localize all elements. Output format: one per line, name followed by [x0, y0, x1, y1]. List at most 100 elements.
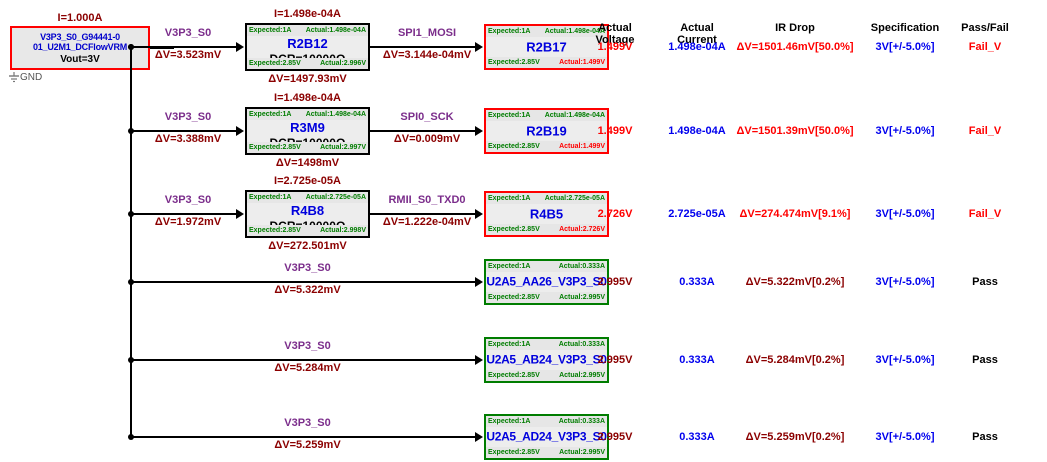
- table-row-5-actual-current: 0.333A: [679, 354, 715, 366]
- component-actual-voltage-2: Actual:2.997V: [320, 143, 366, 151]
- source-block[interactable]: V3P3_S0_G94441-0 01_U2M1_DCFlowVRM Vout=…: [10, 26, 150, 70]
- component-expected-voltage-3: Expected:2.85V: [249, 226, 301, 234]
- net-label-right-1: SPI1_MOSI: [397, 27, 457, 39]
- component-block-3[interactable]: Expected:1AActual:2.725e-05AR4B8DCR=1000…: [245, 190, 370, 238]
- table-header-line1-1: Actual: [598, 22, 632, 34]
- destination-actual-voltage-5: Actual:2.995V: [559, 371, 605, 379]
- destination-actual-voltage-1: Actual:1.499V: [559, 58, 605, 66]
- component-expected-voltage-1: Expected:2.85V: [249, 59, 301, 67]
- destination-expected-voltage-6: Expected:2.85V: [488, 448, 540, 456]
- wire-left-arrow-1: [236, 42, 244, 52]
- wire-left-5: [131, 359, 476, 361]
- component-actual-voltage-1: Actual:2.996V: [320, 59, 366, 67]
- table-row-3-actual-current: 2.725e-05A: [668, 208, 726, 220]
- table-row-3-specification: 3V[+/-5.0%]: [875, 208, 935, 220]
- table-header-line1-4: Specification: [870, 22, 940, 34]
- table-header-line1-5: Pass/Fail: [961, 22, 1009, 34]
- net-dv-right-3: ΔV=1.222e-04mV: [382, 216, 472, 228]
- table-row-6-actual-voltage: 2.995V: [597, 431, 633, 443]
- gnd-symbol-label: GND: [8, 72, 42, 83]
- table-row-5-pass-fail: Pass: [972, 354, 998, 366]
- component-dv-1: ΔV=1497.93mV: [268, 73, 347, 85]
- net-dv-right-2: ΔV=0.009mV: [393, 133, 461, 145]
- destination-expected-voltage-5: Expected:2.85V: [488, 371, 540, 379]
- wire-right-2: [370, 130, 476, 132]
- component-expected-current-2: Expected:1A: [249, 110, 292, 118]
- destination-actual-current-6: Actual:0.333A: [558, 417, 605, 425]
- component-top-strip-1: Expected:1A Actual:1.498e-04A: [247, 25, 368, 36]
- wire-source-stub: [150, 47, 174, 49]
- wire-right-3: [370, 213, 476, 215]
- net-dv-left-1: ΔV=3.523mV: [154, 49, 222, 61]
- wire-right-arrow-3: [475, 209, 483, 219]
- table-header-line1-2: Actual: [680, 22, 714, 34]
- table-row-5-ir-drop: ΔV=5.284mV[0.2%]: [745, 354, 845, 366]
- destination-expected-current-5: Expected:1A: [488, 340, 531, 348]
- wire-right-arrow-1: [475, 42, 483, 52]
- wire-left-2: [131, 130, 237, 132]
- component-actual-current-1: Actual:1.498e-04A: [305, 26, 366, 34]
- table-row-5-specification: 3V[+/-5.0%]: [875, 354, 935, 366]
- table-row-2-specification: 3V[+/-5.0%]: [875, 125, 935, 137]
- destination-expected-voltage-2: Expected:2.85V: [488, 142, 540, 150]
- component-dv-3: ΔV=272.501mV: [268, 240, 347, 252]
- table-row-1-pass-fail: Fail_V: [968, 41, 1002, 53]
- table-header-5: Pass/Fail: [954, 22, 1016, 34]
- table-row-3-pass-fail: Fail_V: [968, 208, 1002, 220]
- net-dv-left-2: ΔV=3.388mV: [154, 133, 222, 145]
- table-row-6-actual-current: 0.333A: [679, 431, 715, 443]
- component-ref-3: R4B8: [290, 203, 325, 218]
- table-row-1-ir-drop: ΔV=1501.46mV[50.0%]: [736, 41, 854, 53]
- table-row-4-actual-current: 0.333A: [679, 276, 715, 288]
- destination-bottom-strip-5: Expected:2.85V Actual:2.995V: [486, 370, 607, 381]
- component-bottom-strip-1: Expected:2.85V Actual:2.996V: [247, 58, 368, 69]
- table-row-2-pass-fail: Fail_V: [968, 125, 1002, 137]
- table-row-6-pass-fail: Pass: [972, 431, 998, 443]
- table-row-2-ir-drop: ΔV=1501.39mV[50.0%]: [736, 125, 854, 137]
- destination-ref-2: R2B19: [526, 123, 567, 139]
- net-dv-left-4: ΔV=5.322mV: [274, 284, 341, 296]
- component-block-1[interactable]: Expected:1AActual:1.498e-04AR2B12DCR=100…: [245, 23, 370, 71]
- component-expected-current-1: Expected:1A: [249, 26, 292, 34]
- component-dv-2: ΔV=1498mV: [275, 157, 340, 169]
- net-label-left-1: V3P3_S0: [164, 27, 212, 39]
- wire-vertical-bus: [130, 47, 132, 437]
- table-row-3-ir-drop: ΔV=274.474mV[9.1%]: [739, 208, 851, 220]
- component-block-2[interactable]: Expected:1AActual:1.498e-04AR3M9DCR=1000…: [245, 107, 370, 155]
- destination-actual-current-1: Actual:1.498e-04A: [544, 27, 605, 35]
- destination-ref-1: R2B17: [526, 39, 567, 55]
- destination-actual-voltage-6: Actual:2.995V: [559, 448, 605, 456]
- gnd-text: GND: [20, 72, 43, 84]
- component-ref-2: R3M9: [290, 120, 325, 135]
- destination-expected-current-3: Expected:1A: [488, 194, 531, 202]
- wire-right-1: [370, 46, 476, 48]
- component-current-1: I=1.498e-04A: [274, 8, 341, 20]
- wire-left-arrow-6: [475, 432, 483, 442]
- destination-ref-5: U2A5_AB24_V3P3_S0: [486, 352, 607, 367]
- table-row-6-ir-drop: ΔV=5.259mV[0.2%]: [745, 431, 845, 443]
- destination-expected-voltage-4: Expected:2.85V: [488, 293, 540, 301]
- destination-expected-current-6: Expected:1A: [488, 417, 531, 425]
- destination-actual-current-4: Actual:0.333A: [558, 262, 605, 270]
- net-dv-left-3: ΔV=1.972mV: [154, 216, 222, 228]
- wire-left-arrow-3: [236, 209, 244, 219]
- destination-expected-current-4: Expected:1A: [488, 262, 531, 270]
- destination-top-strip-6: Expected:1A Actual:0.333A: [486, 416, 607, 427]
- source-name-line2: 01_U2M1_DCFlowVRM: [32, 41, 128, 52]
- net-label-left-3: V3P3_S0: [164, 194, 212, 206]
- wire-left-1: [131, 46, 237, 48]
- table-header-4: Specification: [850, 22, 960, 34]
